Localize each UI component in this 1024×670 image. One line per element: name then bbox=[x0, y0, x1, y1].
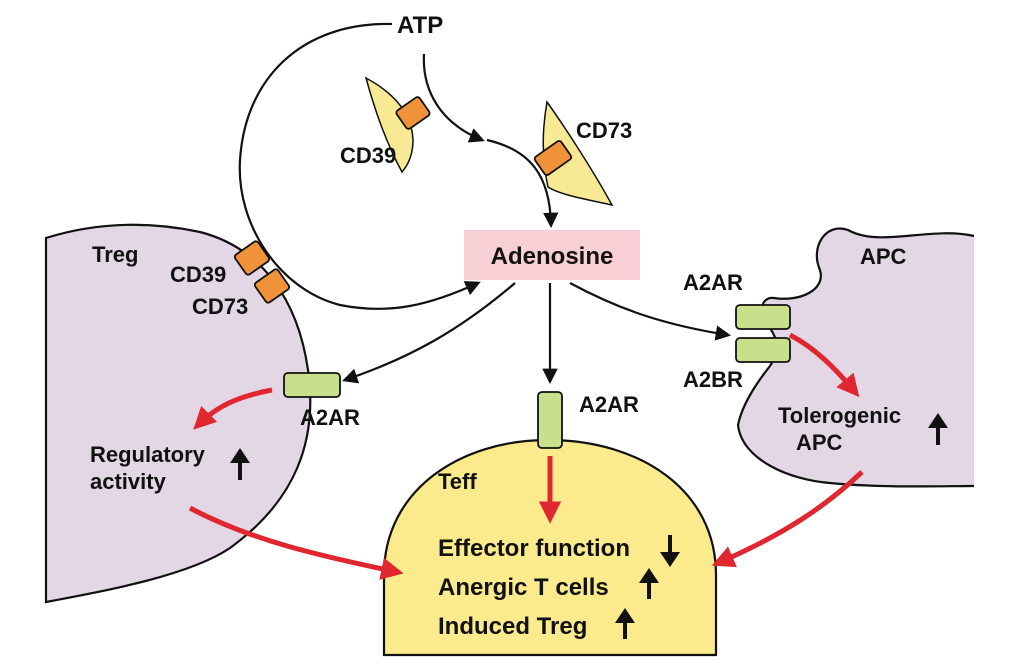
apc-signal-arrow bbox=[788, 332, 860, 398]
tolerogenic-apc-label: APC bbox=[796, 430, 843, 455]
treg-cell bbox=[44, 223, 312, 604]
teff-label: Teff bbox=[438, 469, 477, 494]
cd39-membrane-top bbox=[364, 76, 414, 174]
induced-label: Induced Treg bbox=[438, 613, 587, 640]
cd73-enzyme-treg bbox=[253, 268, 291, 304]
adenosine-label: Adenosine bbox=[491, 243, 614, 270]
apc-label: APC bbox=[860, 244, 907, 269]
activity-label: activity bbox=[90, 469, 167, 494]
apc-cell bbox=[736, 227, 975, 488]
a2br-receptor-apc bbox=[735, 337, 791, 363]
anergic-label: Anergic T cells bbox=[438, 574, 609, 601]
atp-loop-line bbox=[238, 22, 481, 310]
adenosine-to-apc-line bbox=[569, 282, 732, 341]
a2ar-receptor-teff bbox=[537, 391, 563, 449]
adenosine-to-treg-line bbox=[342, 282, 516, 384]
treg-signal-arrow bbox=[193, 387, 273, 430]
cd39-top-label: CD39 bbox=[340, 143, 396, 168]
cd39-enzyme-treg bbox=[233, 240, 271, 276]
effector-label: Effector function bbox=[438, 535, 630, 562]
cd73-membrane-top bbox=[542, 100, 614, 207]
a2ar-treg-label: A2AR bbox=[300, 405, 360, 430]
to-adenosine-line bbox=[486, 138, 559, 229]
regulatory-up-icon bbox=[230, 448, 250, 480]
a2ar-receptor-treg bbox=[283, 372, 341, 398]
a2ar-apc-label: A2AR bbox=[683, 270, 743, 295]
atp-to-cd39-line bbox=[422, 53, 485, 143]
tolerogenic-label: Tolerogenic bbox=[778, 403, 901, 428]
cd73-enzyme-top bbox=[533, 140, 573, 176]
cd39-enzyme-top bbox=[395, 96, 431, 130]
a2ar-receptor-apc bbox=[735, 304, 791, 330]
effector-down-icon bbox=[660, 535, 680, 567]
anergic-up-icon bbox=[639, 568, 659, 599]
a2ar-teff-label: A2AR bbox=[579, 392, 639, 417]
apc-to-teff-arrow bbox=[711, 470, 864, 568]
regulatory-label: Regulatory bbox=[90, 442, 206, 467]
adenosine-box bbox=[464, 230, 640, 280]
cd73-treg-label: CD73 bbox=[192, 294, 248, 319]
a2br-apc-label: A2BR bbox=[683, 367, 743, 392]
treg-label: Treg bbox=[92, 242, 138, 267]
induced-up-icon bbox=[615, 608, 635, 639]
tolerogenic-up-icon bbox=[928, 413, 948, 445]
atp-label: ATP bbox=[397, 12, 443, 39]
treg-to-teff-arrow bbox=[188, 505, 404, 580]
cd73-top-label: CD73 bbox=[576, 118, 632, 143]
cd39-treg-label: CD39 bbox=[170, 262, 226, 287]
